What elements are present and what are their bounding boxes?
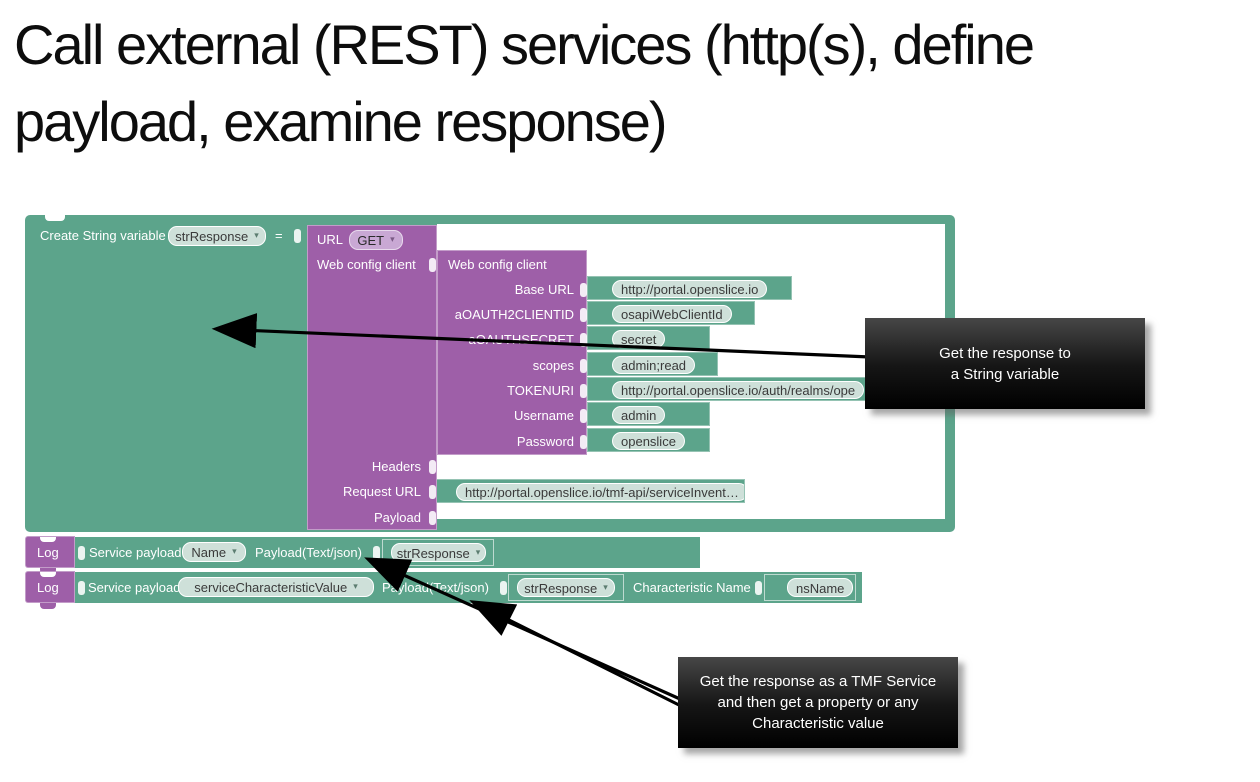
characteristic-value-holder[interactable]: nsName: [764, 574, 856, 601]
block-notch: [40, 537, 56, 542]
page-title-line1: Call external (REST) services (http(s), …: [14, 13, 1035, 76]
service-payload-block-2[interactable]: Service payload serviceCharacteristicVal…: [75, 572, 862, 603]
payload-type-label: Payload(Text/json): [255, 545, 362, 560]
request-url-field[interactable]: http://portal.openslice.io/tmf-api/servi…: [456, 483, 744, 501]
payload-name-dropdown[interactable]: Name ▾: [182, 542, 246, 562]
clientid-field[interactable]: osapiWebClientId: [612, 305, 732, 323]
block-tab: [40, 603, 56, 609]
payload-value-holder[interactable]: strResponse ▾: [508, 574, 624, 601]
socket-notch: [429, 460, 436, 474]
dropdown-arrow-icon: ▾: [603, 581, 608, 592]
variable-dropdown[interactable]: strResponse ▾: [168, 226, 266, 246]
log-block-2[interactable]: Log: [25, 571, 75, 609]
tokenuri-field[interactable]: http://portal.openslice.io/auth/realms/o…: [612, 381, 865, 399]
service-payload-label: Service payload: [88, 580, 181, 595]
service-payload-block-1[interactable]: Service payload Name ▾ Payload(Text/json…: [75, 537, 700, 568]
value-block-clientid[interactable]: osapiWebClientId: [587, 301, 755, 325]
socket-notch: [580, 308, 587, 322]
value-block-password[interactable]: openslice: [587, 428, 710, 452]
ns-name-field[interactable]: nsName: [787, 578, 854, 597]
value-block-scopes[interactable]: admin;read: [587, 352, 718, 376]
secret-field[interactable]: secret: [612, 330, 666, 348]
value-block-username[interactable]: admin: [587, 402, 710, 426]
dropdown-arrow-icon: ▾: [475, 546, 481, 557]
socket-notch: [429, 511, 436, 525]
socket-notch: [429, 258, 436, 272]
log-block-1[interactable]: Log: [25, 536, 75, 574]
socket-notch: [580, 359, 587, 373]
socket-notch: [294, 229, 301, 243]
characteristic-name-label: Characteristic Name: [633, 580, 751, 595]
field-label-secret: aOAUTHSECRET: [468, 332, 574, 347]
url-call-block[interactable]: URL GET ▾ Web config client Headers Requ…: [307, 225, 437, 530]
payload-type-label: Payload(Text/json): [382, 580, 489, 595]
field-label-base-url: Base URL: [514, 282, 574, 297]
value-block-base-url[interactable]: http://portal.openslice.io: [587, 276, 792, 300]
equals-operator: =: [275, 228, 283, 243]
base-url-field[interactable]: http://portal.openslice.io: [612, 280, 768, 298]
dropdown-arrow-icon: ▾: [390, 234, 395, 244]
socket-notch: [78, 546, 85, 560]
socket-notch: [580, 283, 587, 297]
page-title-line2: payload, examine response): [14, 90, 668, 153]
socket-notch: [580, 384, 587, 398]
callout-string-variable: Get the response to a String variable: [865, 318, 1145, 409]
block-notch: [40, 572, 56, 577]
str-response-dropdown[interactable]: strResponse ▾: [391, 543, 486, 562]
socket-notch: [373, 546, 380, 560]
client-input-label: Web config client: [317, 257, 416, 272]
socket-notch: [580, 435, 587, 449]
log-label: Log: [37, 580, 59, 595]
value-block-tokenuri[interactable]: http://portal.openslice.io/auth/realms/o…: [587, 377, 868, 401]
value-block-secret[interactable]: secret: [587, 326, 710, 350]
payload-input-label: Payload: [374, 510, 421, 525]
password-field[interactable]: openslice: [612, 432, 685, 450]
dropdown-arrow-icon: ▾: [353, 581, 358, 591]
field-label-username: Username: [514, 408, 574, 423]
socket-notch: [429, 485, 436, 499]
headers-input-label: Headers: [371, 459, 421, 474]
dropdown-arrow-icon: ▾: [254, 230, 259, 240]
web-config-client-block[interactable]: Web config client Base URL aOAUTH2CLIENT…: [437, 250, 587, 455]
payload-value-holder[interactable]: strResponse ▾: [382, 539, 494, 566]
socket-notch: [78, 581, 85, 595]
socket-notch: [580, 333, 587, 347]
service-payload-label: Service payload: [89, 545, 182, 560]
field-label-clientid: aOAUTH2CLIENTID: [454, 307, 574, 322]
payload-name-dropdown[interactable]: serviceCharacteristicValue ▾: [178, 577, 374, 597]
url-block-title: URL: [317, 232, 344, 247]
str-response-dropdown[interactable]: strResponse ▾: [517, 578, 615, 597]
page-title: Call external (REST) services (http(s), …: [14, 6, 1035, 160]
dropdown-arrow-icon: ▾: [232, 546, 237, 556]
http-method-dropdown[interactable]: GET ▾: [349, 230, 403, 250]
socket-notch: [755, 581, 762, 595]
username-field[interactable]: admin: [612, 406, 666, 424]
arrow-to-log2: [469, 600, 684, 709]
field-label-tokenuri: TOKENURI: [507, 383, 574, 398]
block-notch: [45, 215, 65, 221]
callout-tmf-service: Get the response as a TMF Service and th…: [678, 657, 958, 748]
socket-notch: [580, 409, 587, 423]
scopes-field[interactable]: admin;read: [612, 356, 696, 374]
web-config-title: Web config client: [448, 257, 547, 272]
field-label-password: Password: [516, 434, 574, 449]
request-url-input-label: Request URL: [342, 484, 421, 499]
create-variable-label: Create String variable: [40, 228, 166, 243]
value-block-request-url[interactable]: http://portal.openslice.io/tmf-api/servi…: [433, 479, 745, 503]
field-label-scopes: scopes: [532, 358, 574, 373]
log-label: Log: [37, 545, 59, 560]
socket-notch: [500, 581, 507, 595]
